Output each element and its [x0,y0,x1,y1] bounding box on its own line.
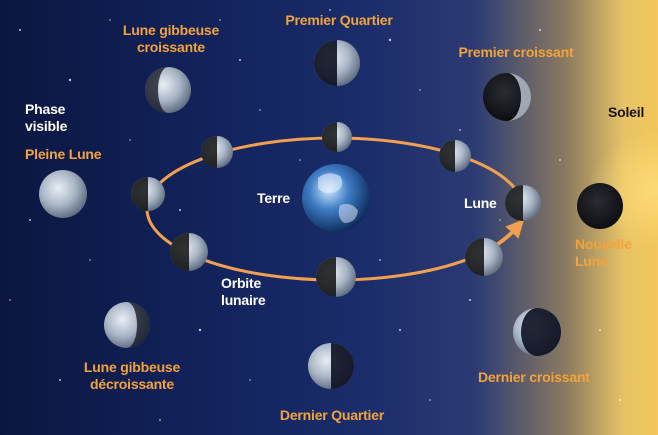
label-dernier-quartier: Dernier Quartier [279,407,385,423]
label-soleil: Soleil [608,104,645,120]
full-moon [39,170,87,218]
waning-gibbous-moon [104,302,150,348]
orbit-moons [131,122,541,297]
label-premier-croissant: Premier croissant [458,44,574,60]
stars [9,9,621,421]
waning-crescent-moon [513,308,561,356]
waxing-crescent-moon [483,73,531,121]
new-moon [577,183,623,229]
waxing-gibbous-moon [145,67,191,113]
label-nouvelle-lune: Nouvelle Lune [575,236,632,269]
label-terre: Terre [257,190,290,206]
label-lune: Lune [464,195,497,211]
label-dernier-croissant: Dernier croissant [478,369,590,385]
label-premier-quartier: Premier Quartier [285,12,393,28]
first-quarter-moon [314,40,360,86]
label-lune-gibbeuse-croissante: Lune gibbeuse croissante [122,22,220,55]
earth [302,164,370,232]
last-quarter-moon [308,343,354,389]
label-orbite-lunaire: Orbite lunaire [221,275,266,308]
visible-phase-moons [39,40,623,389]
label-phase-visible: Phase visible [25,101,68,134]
label-pleine-lune: Pleine Lune [25,146,102,162]
label-lune-gibbeuse-decroissante: Lune gibbeuse décroissante [83,359,181,392]
